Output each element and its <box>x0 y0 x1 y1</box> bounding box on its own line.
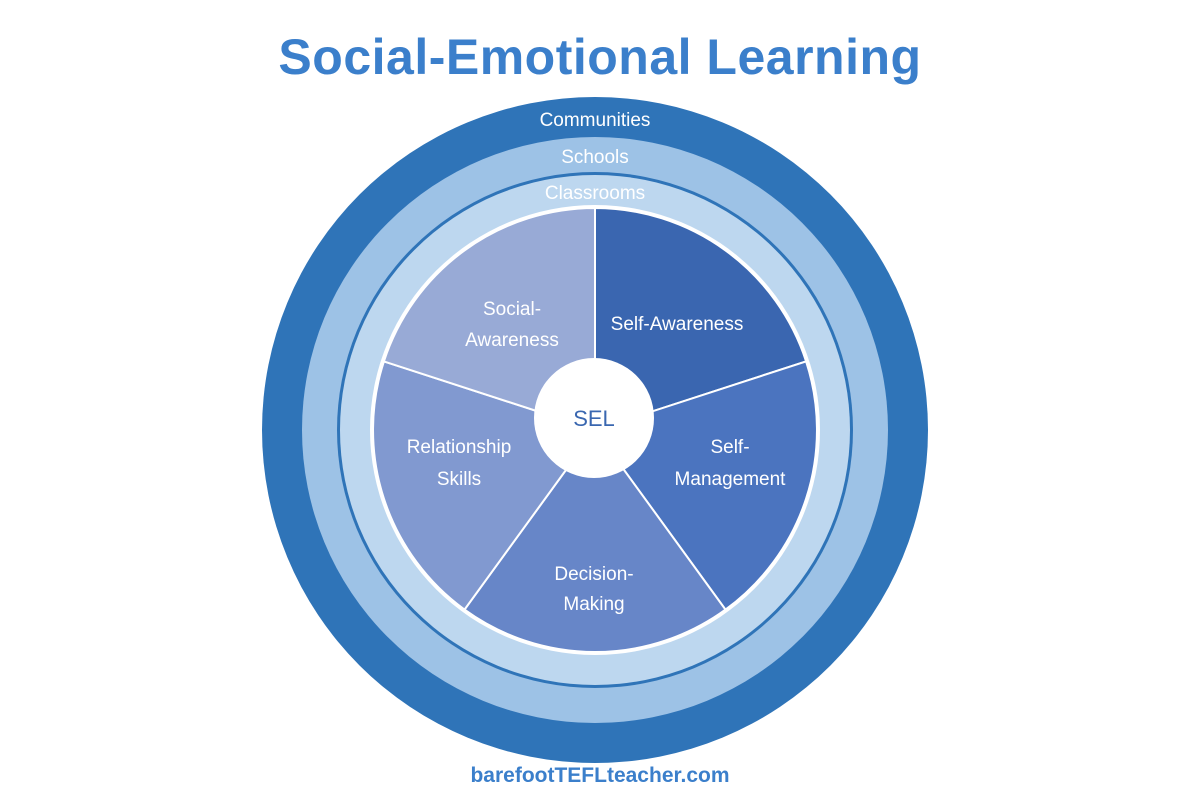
segment-self-awareness <box>594 206 808 432</box>
center-label: SEL <box>573 406 615 431</box>
segment-social-awareness <box>382 206 596 432</box>
label-social-awareness-1: Social- <box>483 299 541 320</box>
page-title: Social-Emotional Learning <box>278 29 922 85</box>
label-decision-making-2: Making <box>563 594 624 615</box>
label-relationship-skills-1: Relationship <box>407 437 512 458</box>
footer-site-url: barefootTEFLteacher.com <box>470 764 730 787</box>
label-decision-making-1: Decision- <box>554 564 633 585</box>
label-self-management-2: Management <box>675 469 787 490</box>
ring-label-schools: Schools <box>561 147 629 168</box>
label-social-awareness-2: Awareness <box>465 330 559 351</box>
label-self-awareness: Self-Awareness <box>611 314 744 335</box>
center-circle <box>534 358 654 478</box>
label-relationship-skills-2: Skills <box>437 469 481 490</box>
ring-label-communities: Communities <box>540 110 651 131</box>
ring-label-classrooms: Classrooms <box>545 183 645 204</box>
segment-decision-making <box>463 428 727 653</box>
label-self-management-1: Self- <box>710 437 749 458</box>
